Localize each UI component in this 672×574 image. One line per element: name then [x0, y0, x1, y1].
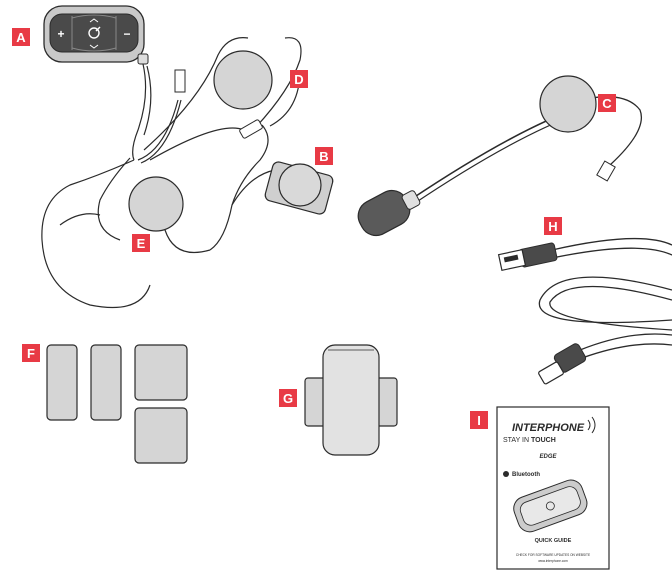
guide-footer-1: CHECK FOR SOFTWARE UPDATES ON WEBSITE [516, 553, 590, 557]
cable-joint [239, 119, 263, 139]
label-d: D [290, 70, 308, 88]
label-f: F [22, 344, 40, 362]
svg-text:A: A [16, 30, 26, 45]
mounting-plate-g [304, 344, 398, 456]
guide-bluetooth: Bluetooth [512, 472, 540, 478]
boom-microphone-c [357, 75, 642, 237]
device-minus-button: − [123, 27, 130, 41]
guide-footer-2: www.interphone.com [538, 559, 568, 563]
svg-text:H: H [548, 219, 557, 234]
svg-text:E: E [137, 236, 146, 251]
label-c: C [598, 94, 616, 112]
device-center-icon [88, 27, 100, 39]
svg-text:D: D [294, 72, 303, 87]
svg-text:I: I [477, 413, 481, 428]
signal-icon [587, 416, 596, 434]
adhesive-pads-f [46, 344, 188, 464]
guide-tagline: STAY IN TOUCH [503, 437, 556, 444]
label-a: A [12, 28, 30, 46]
connector-plug [174, 69, 186, 93]
speaker-d [213, 50, 273, 110]
device-plus-button: + [57, 27, 64, 41]
label-e: E [132, 234, 150, 252]
usb-cable-h [497, 237, 672, 385]
quick-guide-i: INTERPHONE STAY IN TOUCH EDGE Bluetooth … [496, 406, 610, 570]
bluetooth-icon [503, 471, 509, 477]
guide-model: EDGE [539, 454, 557, 460]
svg-text:F: F [27, 346, 35, 361]
svg-text:B: B [319, 149, 328, 164]
label-b: B [315, 147, 333, 165]
label-g: G [279, 389, 297, 407]
svg-text:G: G [283, 391, 293, 406]
speaker-e [128, 176, 184, 232]
intercom-device: + − [43, 5, 149, 65]
label-i: I [470, 411, 488, 429]
guide-brand: INTERPHONE [512, 422, 585, 434]
label-h: H [544, 217, 562, 235]
microphone-b [264, 161, 334, 215]
svg-text:C: C [602, 96, 612, 111]
guide-device-illustration [513, 479, 588, 533]
guide-title: QUICK GUIDE [535, 538, 572, 544]
